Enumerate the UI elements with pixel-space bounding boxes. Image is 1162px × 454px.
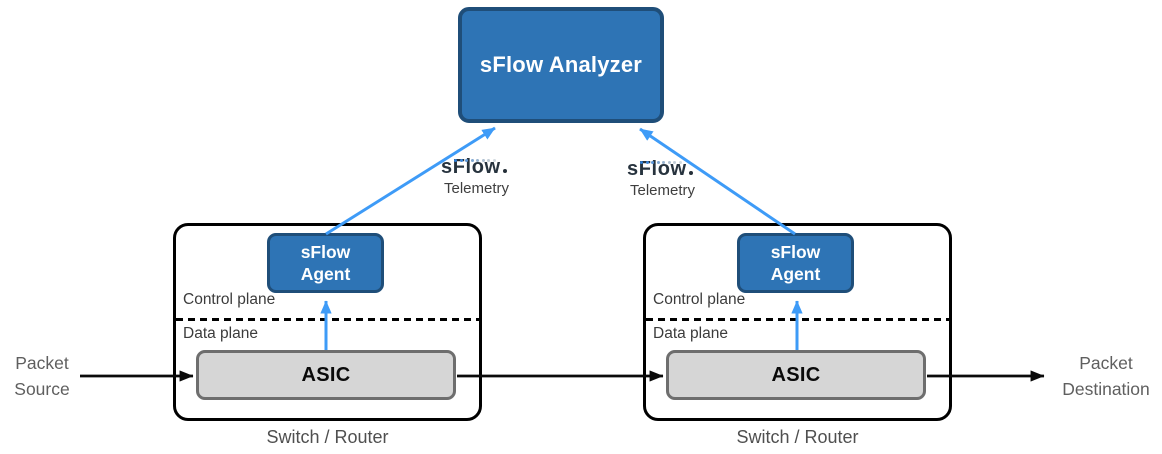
asic-label: ASIC — [301, 363, 351, 386]
data-plane-label: Data plane — [653, 325, 728, 342]
sflow-agent-node-right: sFlow Agent — [737, 233, 854, 293]
sflow-agent-label: sFlow Agent — [771, 241, 821, 285]
switch-router-left: sFlow Agent Control plane Data plane ASI… — [173, 223, 482, 421]
sflow-analyzer-label: sFlow Analyzer — [479, 52, 643, 77]
asic-node-right: ASIC — [666, 350, 926, 400]
sflow-agent-line2: Agent — [300, 264, 351, 284]
control-plane-label: Control plane — [653, 291, 746, 308]
switch-router-right: sFlow Agent Control plane Data plane ASI… — [643, 223, 952, 421]
telemetry-label-right: sFlow Telemetry — [627, 158, 722, 199]
sflow-agent-node-left: sFlow Agent — [267, 233, 384, 293]
sflow-logo-period-icon — [688, 171, 693, 175]
plane-divider-dashed-line — [646, 318, 949, 321]
telemetry-text: Telemetry — [444, 180, 510, 197]
switch-caption-left: Switch / Router — [266, 427, 389, 447]
sflow-logo-dots-icon — [640, 161, 682, 164]
telemetry-text: Telemetry — [630, 182, 696, 199]
sflow-logo: sFlow — [627, 158, 693, 181]
sflow-agent-label: sFlow Agent — [301, 241, 351, 285]
sflow-agent-line1: sFlow — [300, 242, 351, 262]
sflow-analyzer-node: sFlow Analyzer — [458, 7, 664, 123]
data-plane-label: Data plane — [183, 325, 258, 342]
packet-destination-line1: Packet — [1079, 353, 1133, 373]
packet-destination-label: Packet Destination — [1050, 351, 1162, 402]
packet-source-line1: Packet — [15, 353, 69, 373]
asic-label: ASIC — [771, 363, 821, 386]
telemetry-label-left: sFlow Telemetry — [441, 156, 536, 197]
control-plane-label: Control plane — [183, 291, 276, 308]
packet-destination-line2: Destination — [1062, 378, 1150, 399]
sflow-agent-line1: sFlow — [770, 242, 821, 262]
sflow-agent-line2: Agent — [770, 264, 821, 284]
packet-source-label: Packet Source — [0, 351, 84, 402]
sflow-logo-period-icon — [502, 169, 507, 173]
sflow-logo: sFlow — [441, 156, 507, 179]
switch-caption-right: Switch / Router — [736, 427, 859, 447]
packet-source-line2: Source — [14, 378, 70, 399]
sflow-logo-dots-icon — [454, 159, 496, 162]
asic-node-left: ASIC — [196, 350, 456, 400]
plane-divider-dashed-line — [176, 318, 479, 321]
